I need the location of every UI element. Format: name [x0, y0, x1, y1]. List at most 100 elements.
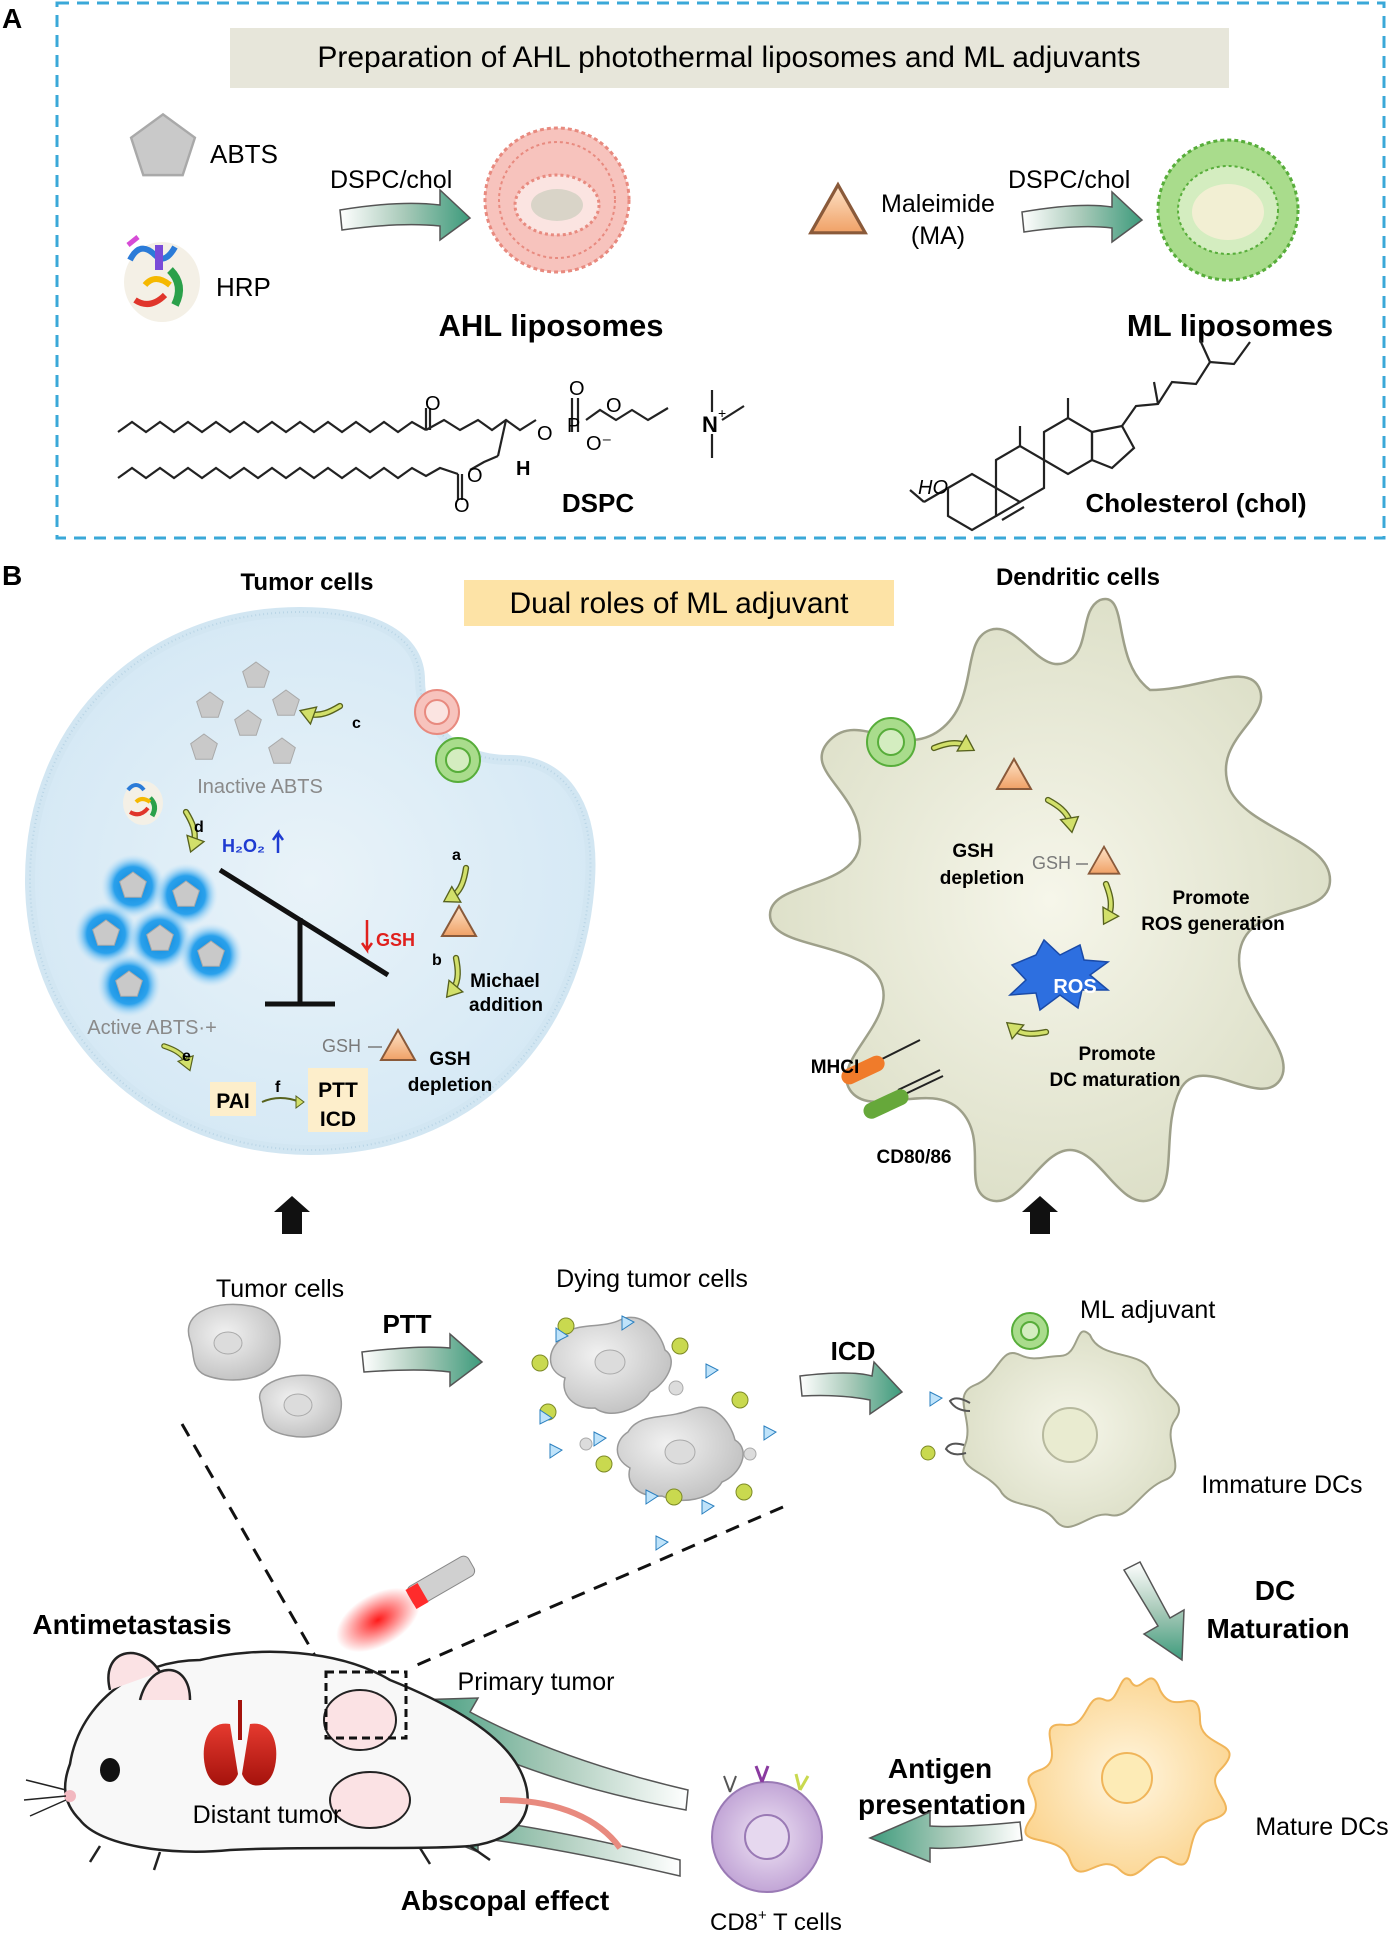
icd-arrow — [799, 1360, 904, 1416]
active-abts-label: Active ABTS·+ — [87, 1017, 217, 1039]
panel-b-title-box — [464, 580, 894, 626]
ml-liposome-small-icon-2 — [866, 717, 916, 767]
tumor-cells-heading: Tumor cells — [241, 569, 374, 596]
primary-tumor-zoom-box — [324, 1670, 408, 1740]
hrp-small-icon — [123, 781, 163, 825]
bottom-tumor-cells-label: Tumor cells — [216, 1275, 344, 1303]
step-b-label: b — [432, 952, 442, 969]
dspc-atom-h: H — [516, 458, 530, 480]
gsh-down-label: GSH — [376, 930, 415, 950]
dendritic-cells-heading: Dendritic cells — [996, 564, 1160, 591]
dspc-atom-o6: O — [606, 395, 622, 417]
abts-pentagon-icon — [129, 113, 197, 177]
dspc-atom-o5: O — [569, 378, 585, 400]
ahl-liposome-icon — [483, 126, 631, 274]
bottom-icd-label: ICD — [831, 1336, 876, 1366]
laser-icon — [336, 1555, 476, 1653]
dspc-atom-o4: O — [537, 423, 553, 445]
mhci-label: MHCI — [811, 1057, 860, 1078]
cholesterol-label: Cholesterol (chol) — [1085, 488, 1306, 518]
cd8-label-main: CD8 — [710, 1909, 758, 1936]
mhci-receptor-icon — [841, 1039, 921, 1085]
up-arrow-left-icon — [274, 1196, 310, 1234]
immature-dcs-label: Immature DCs — [1201, 1471, 1362, 1499]
panel-b-letter: B — [2, 560, 22, 591]
step-f-label: f — [275, 1079, 281, 1096]
gsh-depletion-label-2: depletion — [408, 1075, 492, 1096]
promote-ros-label-1: Promote — [1172, 888, 1249, 909]
step-e-label: e — [182, 1048, 191, 1065]
ml-liposome-small-icon-3 — [1011, 1312, 1049, 1350]
mature-dcs-label: Mature DCs — [1255, 1813, 1388, 1841]
prep-arrow-2 — [1021, 190, 1144, 244]
ahl-liposome-small-icon — [414, 689, 460, 735]
dspc-atom-p: P — [567, 415, 580, 437]
step-a-label: a — [452, 847, 461, 864]
panel-a-title-box — [230, 28, 1229, 88]
dying-tumor-cells-label: Dying tumor cells — [556, 1265, 748, 1293]
panel-b-title: Dual roles of ML adjuvant — [509, 587, 849, 620]
hrp-label: HRP — [216, 272, 271, 302]
ptt-icd-box — [308, 1068, 368, 1132]
promote-ros-label-2: ROS generation — [1141, 914, 1285, 935]
gsh-conj-label: GSH — [322, 1036, 361, 1056]
bottom-ptt-label: PTT — [382, 1309, 431, 1339]
dc-gsh-conj-label: GSH — [1032, 853, 1071, 873]
immature-dc-icon — [920, 1330, 1181, 1528]
up-arrow-right-icon — [1022, 1196, 1058, 1234]
gsh-down-arrow-icon — [360, 920, 374, 954]
h2o2-label: H₂O₂ — [222, 836, 265, 856]
prep-arrow-1 — [339, 188, 472, 242]
ahl-liposomes-label: AHL liposomes — [438, 308, 663, 343]
dc-maturation-label-1: DC — [1255, 1575, 1295, 1606]
dspc-chol-label-2: DSPC/chol — [1008, 166, 1130, 194]
dying-tumor-cells-icon — [531, 1315, 777, 1551]
panel-a-title: Preparation of AHL photothermal liposome… — [317, 41, 1140, 74]
antigen-arrow — [868, 1810, 1023, 1864]
antigen-label-1: Antigen — [888, 1753, 992, 1784]
mature-dc-icon — [1024, 1677, 1231, 1877]
dc-gsh-depletion-label-1: GSH — [952, 841, 993, 862]
cd80-receptor-icon — [863, 1069, 944, 1119]
zoom-line-right — [409, 1505, 784, 1670]
h2o2-up-arrow-icon — [271, 829, 285, 853]
promote-dc-label-1: Promote — [1078, 1044, 1155, 1065]
pai-box — [210, 1082, 256, 1116]
cholesterol-structure — [909, 339, 1251, 532]
dspc-atom-o1: O — [425, 393, 441, 415]
cd8-label-sup: + — [758, 1907, 767, 1924]
cd8-t-cell-icon — [711, 1765, 823, 1893]
dspc-chol-label-1: DSPC/chol — [330, 166, 452, 194]
dspc-atom-ominus: O⁻ — [586, 433, 612, 455]
antigen-label-2: presentation — [858, 1789, 1026, 1820]
primary-tumor-label: Primary tumor — [458, 1668, 615, 1696]
gsh-depletion-label-1: GSH — [429, 1049, 470, 1070]
dc-gsh-depletion-label-2: depletion — [940, 868, 1024, 889]
ptt-arrow — [361, 1332, 484, 1388]
promote-dc-label-2: DC maturation — [1050, 1070, 1181, 1091]
maleimide-label-1: Maleimide — [881, 190, 995, 218]
maleimide-label-2: (MA) — [911, 222, 965, 250]
step-d-label: d — [194, 819, 204, 836]
dspc-structure — [117, 390, 745, 500]
ml-liposomes-label: ML liposomes — [1127, 308, 1333, 343]
lungs-icon — [203, 1700, 277, 1786]
dc-maturation-label-2: Maturation — [1206, 1613, 1349, 1644]
antimetastasis-label: Antimetastasis — [32, 1609, 231, 1640]
cd80-label: CD80/86 — [877, 1147, 952, 1168]
active-abts-cluster — [74, 854, 243, 1017]
ml-adjuvant-label: ML adjuvant — [1080, 1296, 1215, 1324]
distant-tumor-label: Distant tumor — [193, 1801, 342, 1829]
dspc-label: DSPC — [562, 488, 634, 518]
icd-inner-label: ICD — [320, 1108, 356, 1131]
inactive-abts-label: Inactive ABTS — [197, 776, 323, 798]
abscopal-effect-label: Abscopal effect — [401, 1885, 610, 1916]
michael-label-2: addition — [469, 995, 543, 1016]
hrp-protein-icon — [124, 235, 200, 322]
dspc-atom-o2: O — [454, 495, 470, 517]
maleimide-triangle-icon — [809, 183, 867, 235]
ptt-inner-label: PTT — [318, 1079, 358, 1102]
cd8-label-rest: T cells — [767, 1909, 842, 1936]
ml-liposome-icon — [1156, 138, 1300, 282]
